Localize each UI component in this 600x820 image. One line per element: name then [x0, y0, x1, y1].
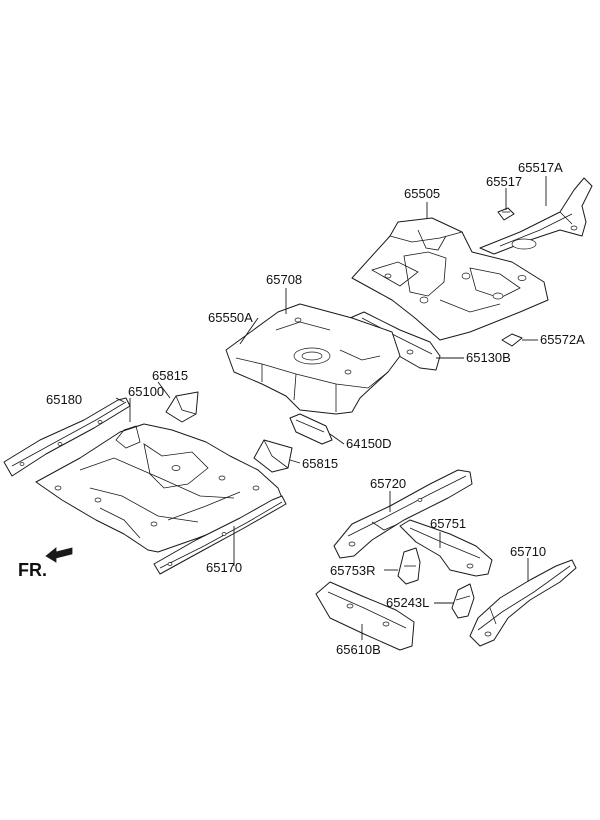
front-floor-panel[interactable]	[35, 423, 283, 553]
rear-side-member-65710[interactable]	[469, 559, 577, 647]
callout-65243L: 65243L	[386, 595, 429, 610]
front-direction-arrow-icon	[45, 547, 73, 563]
front-direction-indicator: FR.	[18, 547, 73, 580]
callout-65753R: 65753R	[330, 563, 376, 578]
floor-side-panel-65610B[interactable]	[315, 581, 415, 651]
callout-65572A: 65572A	[540, 332, 585, 347]
callout-65708: 65708	[266, 272, 302, 287]
bracket-65753R[interactable]	[397, 547, 421, 585]
callout-65710: 65710	[510, 544, 546, 559]
bracket-65243L[interactable]	[451, 583, 475, 619]
callout-65720: 65720	[370, 476, 406, 491]
center-floor-panel[interactable]	[225, 303, 401, 415]
callout-65170: 65170	[206, 560, 242, 575]
bracket-65815-middle[interactable]	[253, 439, 293, 473]
callout-65610B: 65610B	[336, 642, 381, 657]
callout-65505: 65505	[404, 186, 440, 201]
bracket-65517[interactable]	[497, 207, 515, 221]
side-sill-member-65170[interactable]	[153, 495, 287, 575]
callout-65517A: 65517A	[518, 160, 563, 175]
callout-65550A: 65550A	[208, 310, 253, 325]
callout-labels: 65517A 65517 65505 65708 65550A 65572A 6…	[46, 160, 585, 657]
callout-65100: 65100	[128, 384, 164, 399]
front-direction-label: FR.	[18, 560, 47, 580]
bracket-65815-upper[interactable]	[165, 391, 199, 423]
front-side-member-65751[interactable]	[399, 519, 493, 577]
heat-shield[interactable]	[289, 413, 333, 445]
rear-cross-member[interactable]	[479, 177, 593, 255]
rear-floor-panel[interactable]	[351, 217, 549, 341]
callout-65180: 65180	[46, 392, 82, 407]
callout-65751: 65751	[430, 516, 466, 531]
leader-lines	[115, 176, 547, 640]
callout-65815-upper: 65815	[152, 368, 188, 383]
callout-65130B: 65130B	[466, 350, 511, 365]
bracket-65572A[interactable]	[501, 333, 523, 347]
callout-65517: 65517	[486, 174, 522, 189]
callout-64150D: 64150D	[346, 436, 392, 451]
callout-65815-middle: 65815	[302, 456, 338, 471]
side-sill-member-65180[interactable]	[3, 397, 131, 477]
